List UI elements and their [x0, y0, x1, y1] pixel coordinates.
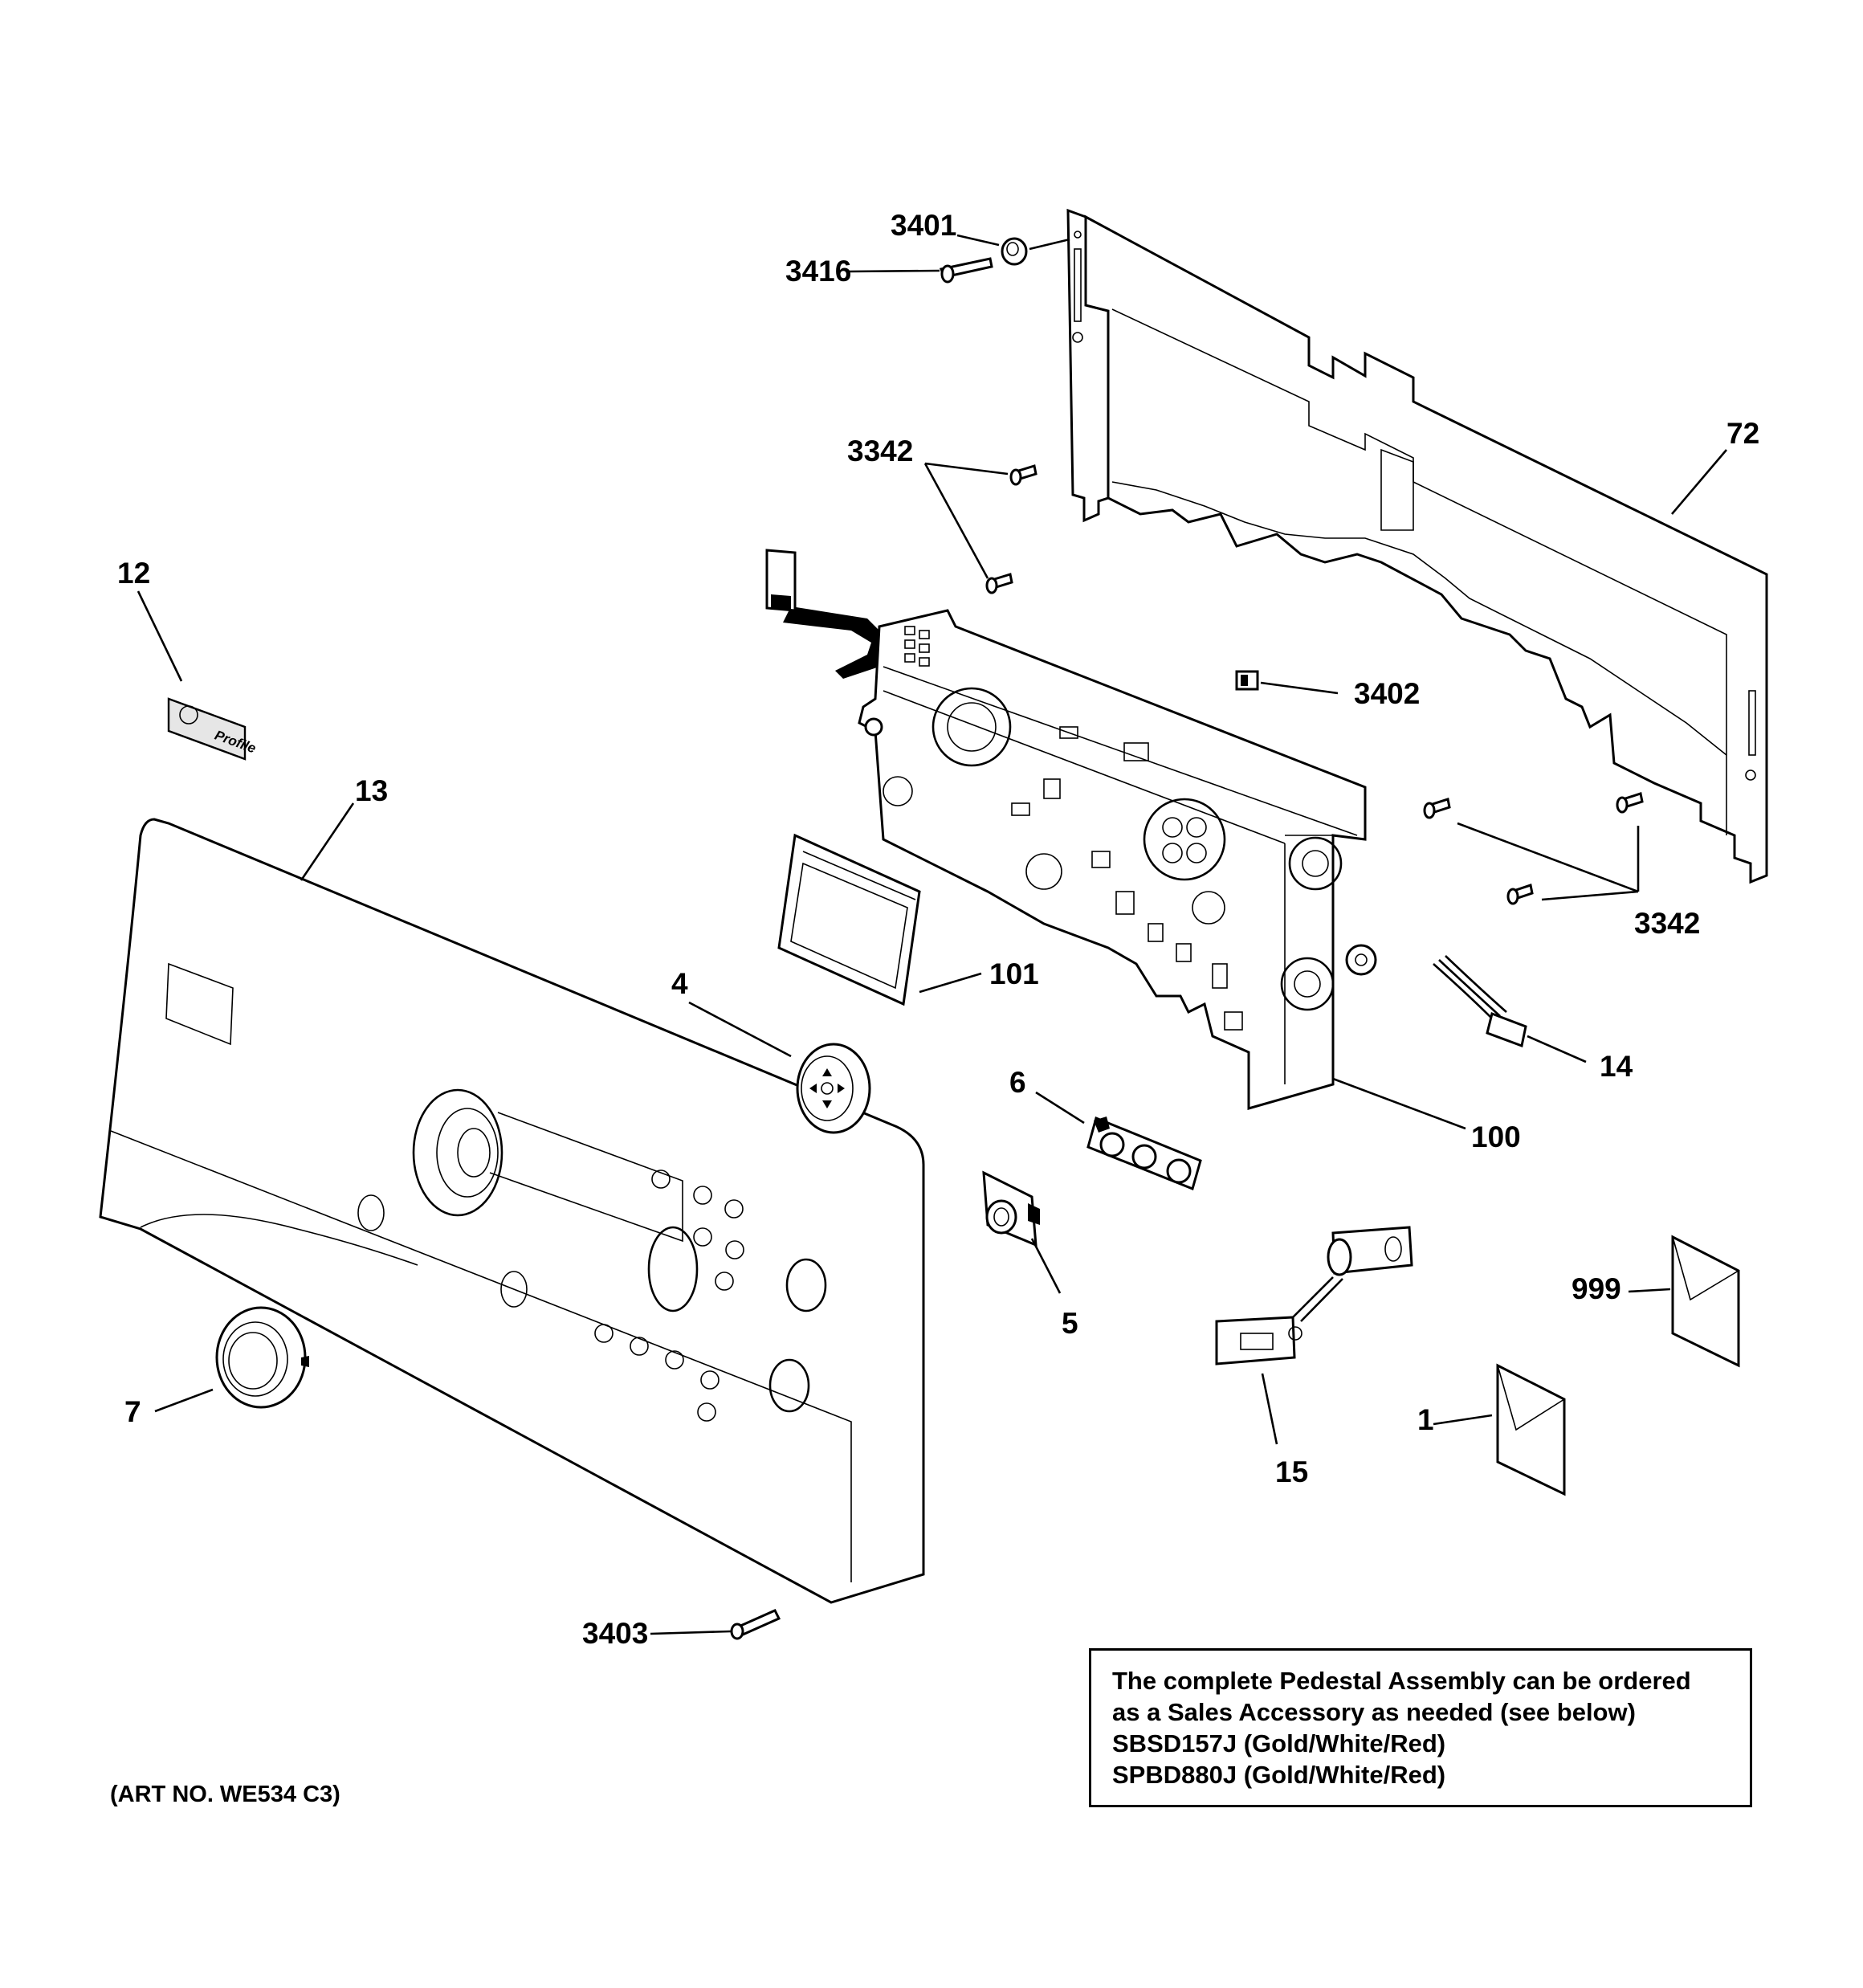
- callout-5: 5: [1062, 1307, 1078, 1340]
- callout-4: 4: [671, 967, 688, 1000]
- note-line: The complete Pedestal Assembly can be or…: [1112, 1667, 1691, 1695]
- part-3416-screw: [939, 257, 993, 284]
- callout-7: 7: [124, 1395, 141, 1428]
- part-12-badge: Profile: [167, 697, 258, 761]
- callout-999: 999: [1572, 1272, 1621, 1305]
- leader-lines: [137, 234, 1727, 1635]
- part-100-control-board: [765, 549, 1377, 1110]
- note-line: as a Sales Accessory as needed (see belo…: [1112, 1698, 1636, 1726]
- part-3401-bumper: [1001, 237, 1028, 266]
- part-15-harness-connector: [1215, 1226, 1413, 1365]
- part-3403-screw: [730, 1609, 781, 1640]
- part-14-wire-harness: [1433, 955, 1527, 1048]
- callout-14: 14: [1600, 1050, 1633, 1083]
- part-1-literature: [1496, 1363, 1566, 1496]
- callout-labels: 3401 3416 72 3342 12 3402 13 3342 101 4 …: [117, 209, 1759, 1650]
- callout-3402: 3402: [1354, 677, 1420, 710]
- note-line: SBSD157J (Gold/White/Red): [1112, 1729, 1446, 1757]
- part-13-control-panel: [99, 818, 925, 1604]
- callout-3403: 3403: [582, 1617, 648, 1650]
- callout-3342-lower: 3342: [1634, 907, 1700, 940]
- part-4-knob: [796, 1043, 871, 1134]
- art-number: (ART NO. WE534 C3): [110, 1782, 340, 1807]
- part-72-control-panel-bracket: [1066, 208, 1768, 884]
- part-999-literature: [1671, 1235, 1740, 1368]
- callout-3416: 3416: [785, 255, 851, 288]
- callout-3401: 3401: [891, 209, 956, 242]
- callout-3342-upper: 3342: [847, 435, 913, 467]
- part-3342-screws: [985, 464, 1644, 905]
- callout-1: 1: [1417, 1403, 1434, 1436]
- callout-101: 101: [989, 957, 1039, 990]
- part-3402-clip: [1235, 670, 1259, 691]
- callout-12: 12: [117, 557, 150, 590]
- part-7-dial-knob: [215, 1306, 309, 1409]
- part-101-display-module: [777, 833, 921, 1006]
- part-6-button-switches: [1086, 1116, 1202, 1191]
- part-5-switch: [982, 1170, 1040, 1247]
- note-line: SPBD880J (Gold/White/Red): [1112, 1761, 1446, 1789]
- pedestal-note-box: The complete Pedestal Assembly can be or…: [1089, 1648, 1752, 1807]
- callout-13: 13: [355, 774, 388, 807]
- callout-15: 15: [1275, 1455, 1308, 1488]
- callout-100: 100: [1471, 1121, 1521, 1153]
- callout-6: 6: [1009, 1066, 1026, 1099]
- callout-72: 72: [1726, 417, 1759, 450]
